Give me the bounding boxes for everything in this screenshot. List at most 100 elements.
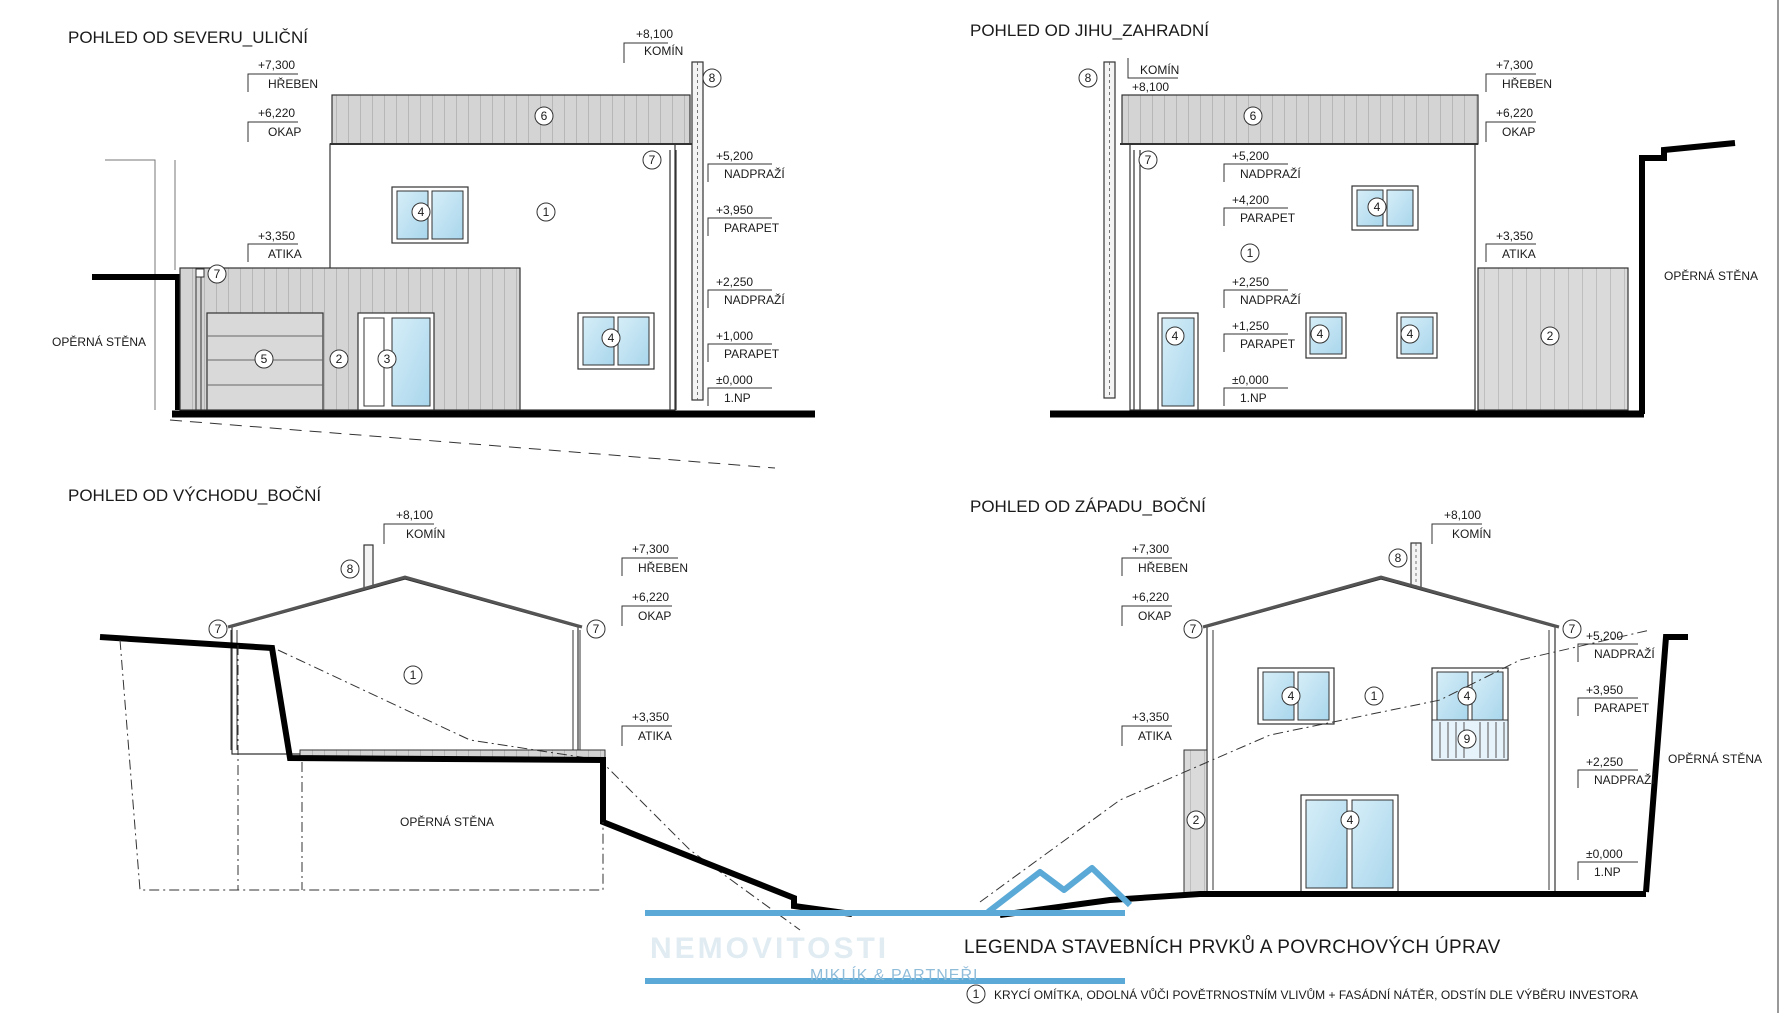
svg-text:±0,000: ±0,000 (1232, 373, 1269, 387)
svg-text:HŘEBEN: HŘEBEN (268, 76, 318, 91)
legend-item-number: 1 (973, 987, 980, 1001)
element-number: 4 (1464, 689, 1471, 703)
watermark-brand: NEMOVITOSTI (650, 932, 889, 965)
element-number: 1 (410, 668, 417, 682)
svg-text:+2,250: +2,250 (716, 275, 753, 289)
element-number: 7 (1569, 622, 1576, 636)
svg-text:+3,350: +3,350 (1496, 229, 1533, 243)
svg-text:+3,350: +3,350 (632, 710, 669, 724)
svg-text:ATIKA: ATIKA (268, 247, 302, 261)
element-number: 8 (1395, 551, 1402, 565)
west-elevation: POHLED OD ZÁPADU_BOČNÍ (970, 497, 1762, 918)
svg-text:OKAP: OKAP (268, 125, 301, 139)
svg-text:PARAPET: PARAPET (1594, 701, 1650, 715)
svg-text:OKAP: OKAP (638, 609, 671, 623)
element-number: 1 (1371, 689, 1378, 703)
svg-text:+8,100: +8,100 (1444, 508, 1481, 522)
svg-text:NADPRAŽÍ: NADPRAŽÍ (1240, 166, 1301, 181)
north-wall-label: OPĚRNÁ STĚNA (52, 334, 146, 349)
svg-text:+8,100: +8,100 (1132, 80, 1169, 94)
element-number: 8 (709, 71, 716, 85)
svg-text:NADPRAŽÍ: NADPRAŽÍ (724, 292, 785, 307)
element-number: 7 (214, 267, 221, 281)
svg-text:+5,200: +5,200 (716, 149, 753, 163)
north-view-title: POHLED OD SEVERU_ULIČNÍ (68, 28, 308, 47)
svg-text:+3,950: +3,950 (716, 203, 753, 217)
svg-text:+1,000: +1,000 (716, 329, 753, 343)
element-number: 4 (1374, 200, 1381, 214)
element-number: 7 (649, 153, 656, 167)
svg-text:PARAPET: PARAPET (724, 347, 780, 361)
svg-text:+3,350: +3,350 (258, 229, 295, 243)
window (1257, 667, 1335, 725)
svg-text:PARAPET: PARAPET (1240, 211, 1296, 225)
svg-text:HŘEBEN: HŘEBEN (1138, 560, 1188, 575)
house-facade (231, 578, 579, 755)
retaining-wall (99, 634, 853, 917)
svg-text:+5,200: +5,200 (1232, 149, 1269, 163)
svg-text:KOMÍN: KOMÍN (1452, 526, 1491, 541)
window (391, 186, 469, 244)
svg-text:+6,220: +6,220 (632, 590, 669, 604)
legend-title: LEGENDA STAVEBNÍCH PRVKŮ A POVRCHOVÝCH Ú… (964, 936, 1501, 958)
svg-text:NADPRAŽÍ: NADPRAŽÍ (1594, 646, 1655, 661)
patio-door (1300, 794, 1399, 893)
element-number: 4 (1407, 327, 1414, 341)
legend-item-text: KRYCÍ OMÍTKA, ODOLNÁ VŮČI POVĚTRNOSTNÍM … (994, 987, 1638, 1002)
svg-text:±0,000: ±0,000 (1586, 847, 1623, 861)
south-elevation: POHLED OD JIHU_ZAHRADNÍ OPĚRNÁ STĚNA (970, 21, 1758, 418)
element-number: 4 (418, 205, 425, 219)
element-number: 4 (1347, 813, 1354, 827)
east-wall-label: OPĚRNÁ STĚNA (400, 814, 494, 829)
ground-line (999, 891, 1646, 918)
svg-text:±0,000: ±0,000 (716, 373, 753, 387)
svg-text:+6,220: +6,220 (1132, 590, 1169, 604)
south-view-title: POHLED OD JIHU_ZAHRADNÍ (970, 21, 1209, 40)
roof-fascia (1121, 94, 1479, 145)
element-number: 4 (1288, 689, 1295, 703)
svg-text:ATIKA: ATIKA (1502, 247, 1536, 261)
svg-text:ATIKA: ATIKA (638, 729, 672, 743)
svg-text:+1,250: +1,250 (1232, 319, 1269, 333)
svg-text:+3,950: +3,950 (1586, 683, 1623, 697)
element-number: 7 (593, 622, 600, 636)
window (577, 312, 655, 370)
svg-text:+7,300: +7,300 (1132, 542, 1169, 556)
svg-text:+3,350: +3,350 (1132, 710, 1169, 724)
north-elevation: POHLED OD SEVERU_ULIČNÍ OPĚRNÁ STĚNA (52, 27, 815, 469)
element-number: 4 (1172, 329, 1179, 343)
element-number: 1 (543, 205, 550, 219)
svg-text:KOMÍN: KOMÍN (1140, 62, 1179, 77)
element-number: 2 (1193, 813, 1200, 827)
west-view-title: POHLED OD ZÁPADU_BOČNÍ (970, 497, 1206, 516)
element-number: 2 (1547, 329, 1554, 343)
svg-text:+2,250: +2,250 (1232, 275, 1269, 289)
svg-text:OKAP: OKAP (1138, 609, 1171, 623)
svg-text:+6,220: +6,220 (258, 106, 295, 120)
svg-text:NADPRAŽÍ: NADPRAŽÍ (724, 166, 785, 181)
element-number: 4 (608, 331, 615, 345)
element-number: 6 (541, 109, 548, 123)
svg-text:HŘEBEN: HŘEBEN (1502, 76, 1552, 91)
svg-text:OKAP: OKAP (1502, 125, 1535, 139)
svg-text:KOMÍN: KOMÍN (406, 526, 445, 541)
